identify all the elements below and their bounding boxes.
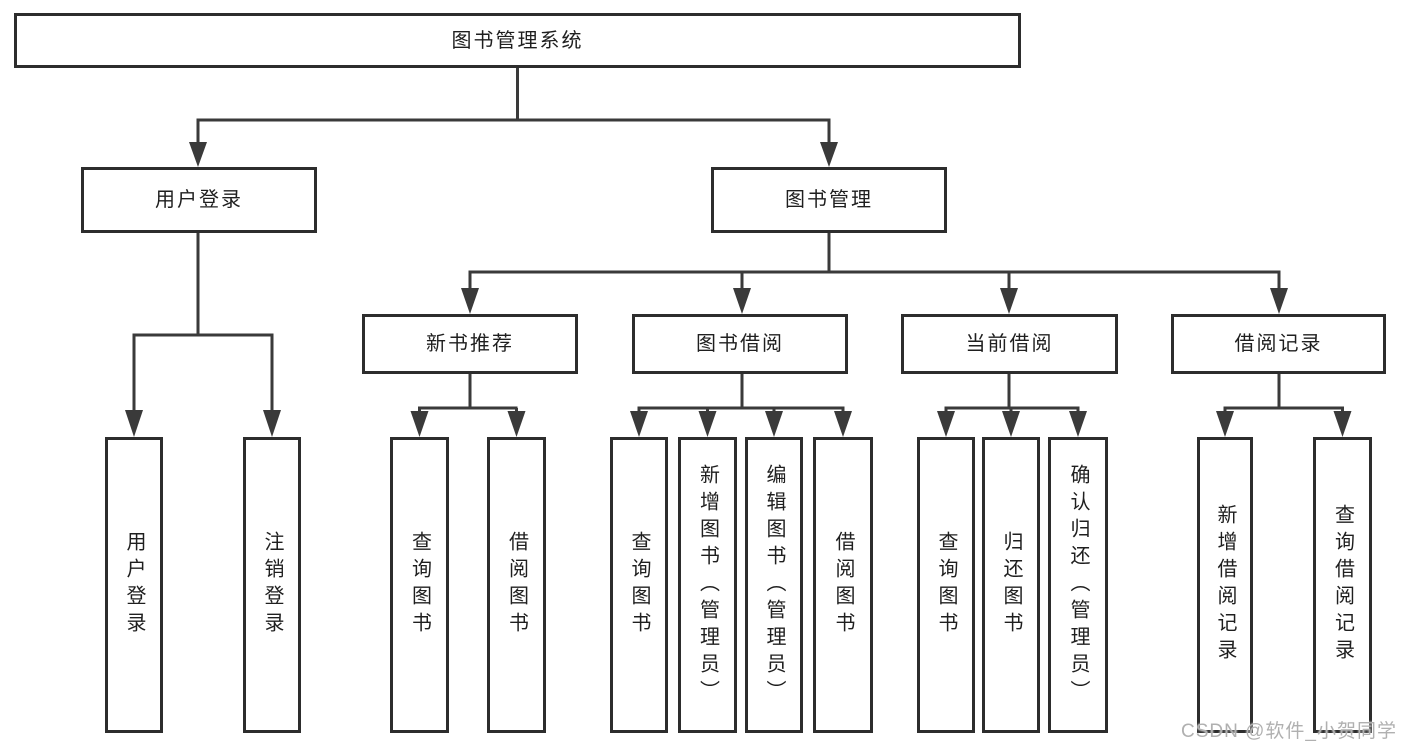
leaf-edit-book-admin: 编辑图书（管理员）	[745, 437, 803, 733]
leaf-user-login: 用户登录	[105, 437, 163, 733]
connector-book-borrowing-to-leaves	[630, 374, 852, 437]
connector-root-to-level2	[189, 68, 838, 167]
leaf-confirm-return-admin: 确认归还（管理员）	[1048, 437, 1108, 733]
node-library-management-system: 图书管理系统	[14, 13, 1021, 68]
connector-borrowing-records-to-leaves	[1216, 374, 1352, 437]
connector-new-book-recommendation-to-leaves	[410, 374, 526, 437]
node-new-book-recommendation: 新书推荐	[362, 314, 578, 374]
leaf-query-books-current: 查询图书	[917, 437, 975, 733]
leaf-add-book-admin: 新增图书（管理员）	[678, 437, 737, 733]
leaf-query-borrow-record: 查询借阅记录	[1313, 437, 1372, 733]
leaf-query-books-borrowing: 查询图书	[610, 437, 668, 733]
node-user-login: 用户登录	[81, 167, 317, 233]
connector-current-borrowing-to-leaves	[937, 374, 1087, 437]
leaf-borrow-books-recommend: 借阅图书	[487, 437, 546, 733]
watermark: CSDN @软件_小贺同学	[1181, 721, 1397, 742]
connector-book-management-to-level3	[461, 233, 1288, 314]
leaf-borrow-books-borrowing: 借阅图书	[813, 437, 873, 733]
node-borrowing-records: 借阅记录	[1171, 314, 1386, 374]
node-current-borrowing: 当前借阅	[901, 314, 1118, 374]
leaf-logout: 注销登录	[243, 437, 301, 733]
connector-user-login-to-leaves	[125, 233, 281, 437]
leaf-add-borrow-record: 新增借阅记录	[1197, 437, 1253, 733]
node-book-management: 图书管理	[711, 167, 947, 233]
leaf-query-books-recommend: 查询图书	[390, 437, 449, 733]
node-book-borrowing: 图书借阅	[632, 314, 848, 374]
leaf-return-books: 归还图书	[982, 437, 1040, 733]
